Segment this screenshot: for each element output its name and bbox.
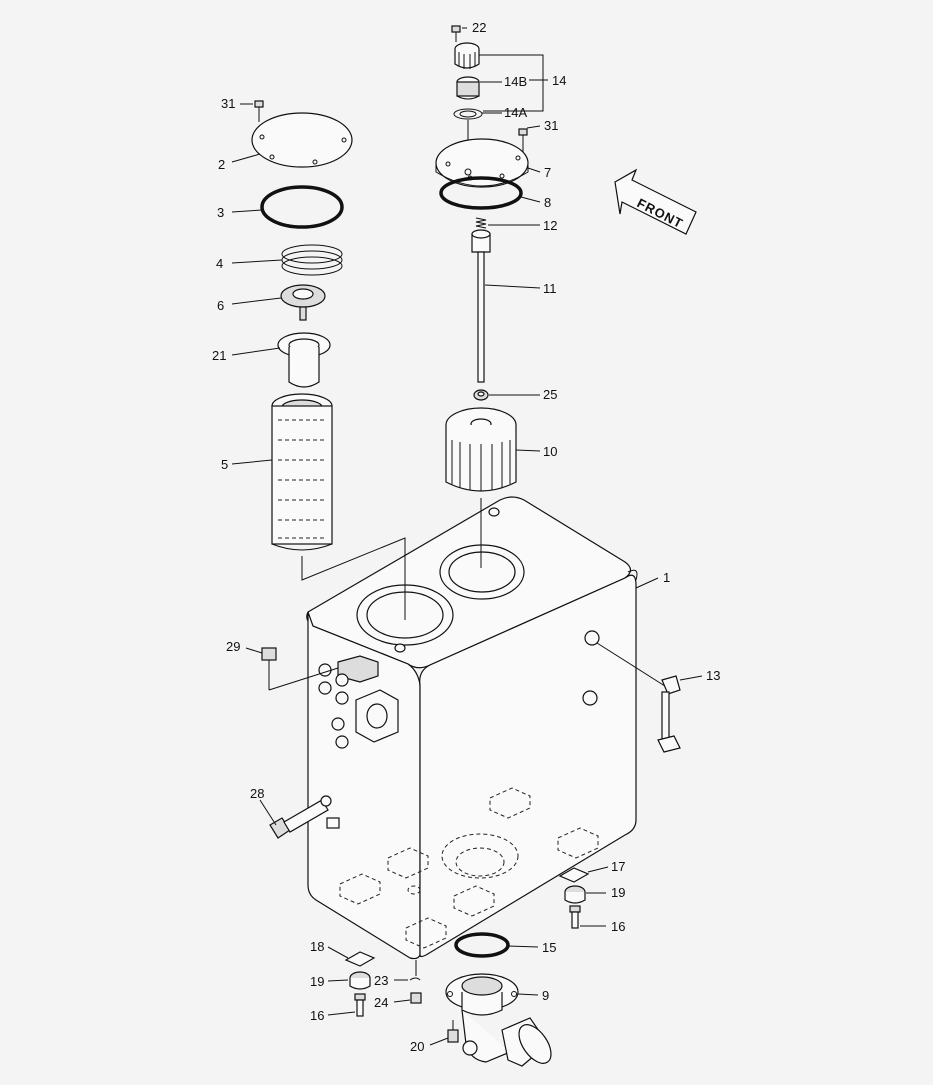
callout-11: 11 (543, 281, 557, 296)
callout-25: 25 (543, 387, 557, 402)
breather-element-14b (456, 76, 480, 100)
callout-31-left: 31 (221, 96, 235, 111)
callout-14: 14 (552, 73, 566, 88)
callout-24: 24 (374, 995, 388, 1010)
bolt-20 (447, 1020, 459, 1043)
callout-7: 7 (544, 165, 551, 180)
callout-16-left: 16 (310, 1008, 324, 1023)
suction-flange (445, 973, 552, 1067)
top-cover (435, 138, 529, 188)
callout-1: 1 (663, 570, 670, 585)
callout-14a: 14A (504, 105, 527, 120)
callout-15: 15 (542, 940, 556, 955)
nut-25 (473, 389, 489, 401)
callout-22: 22 (472, 20, 486, 35)
front-direction-arrow: FRONT (614, 168, 697, 235)
cover-plate (251, 112, 353, 168)
assembly-guide-left (301, 537, 406, 620)
bolt-29 (261, 647, 339, 691)
rod-11 (471, 229, 491, 383)
callout-19-right: 19 (611, 885, 625, 900)
callout-31-right: 31 (544, 118, 558, 133)
mount-right (558, 867, 590, 929)
mount-left (344, 951, 376, 1017)
callout-29: 29 (226, 639, 240, 654)
suction-strainer (445, 407, 517, 492)
callout-13: 13 (706, 668, 720, 683)
drain-plug (409, 960, 422, 1004)
level-sensor-28 (269, 795, 332, 839)
hydraulic-tank (306, 496, 638, 960)
callout-8: 8 (544, 195, 551, 210)
bolt-31-right (518, 128, 528, 152)
valve-6 (280, 284, 326, 321)
callout-14b: 14B (504, 74, 527, 89)
o-ring-15 (454, 932, 510, 958)
screw-22 (451, 25, 461, 42)
callout-19-left: 19 (310, 974, 324, 989)
callout-labels: 31 2 3 4 6 21 5 22 14B 14 14A 31 7 8 12 … (212, 20, 720, 1054)
o-ring-8 (439, 176, 523, 210)
return-filter-element (271, 393, 333, 551)
o-ring-3 (260, 185, 344, 229)
spring-12 (475, 217, 487, 229)
callout-17: 17 (611, 859, 625, 874)
callout-20: 20 (410, 1039, 424, 1054)
callout-6: 6 (217, 298, 224, 313)
callout-21: 21 (212, 348, 226, 363)
sight-gauge-13 (596, 642, 681, 753)
callout-23: 23 (374, 973, 388, 988)
callout-28: 28 (250, 786, 264, 801)
callout-3: 3 (217, 205, 224, 220)
callout-2: 2 (218, 157, 225, 172)
callout-12: 12 (543, 218, 557, 233)
bolt-31-left (254, 100, 264, 122)
callout-16-right: 16 (611, 919, 625, 934)
callout-9: 9 (542, 988, 549, 1003)
breather-cap (454, 42, 480, 69)
callout-18: 18 (310, 939, 324, 954)
sleeve-21 (277, 332, 331, 388)
callout-5: 5 (221, 457, 228, 472)
spring-4 (281, 244, 343, 276)
callout-4: 4 (216, 256, 223, 271)
leader-lines (231, 27, 703, 1046)
callout-10: 10 (543, 444, 557, 459)
gasket-14a (453, 108, 483, 120)
